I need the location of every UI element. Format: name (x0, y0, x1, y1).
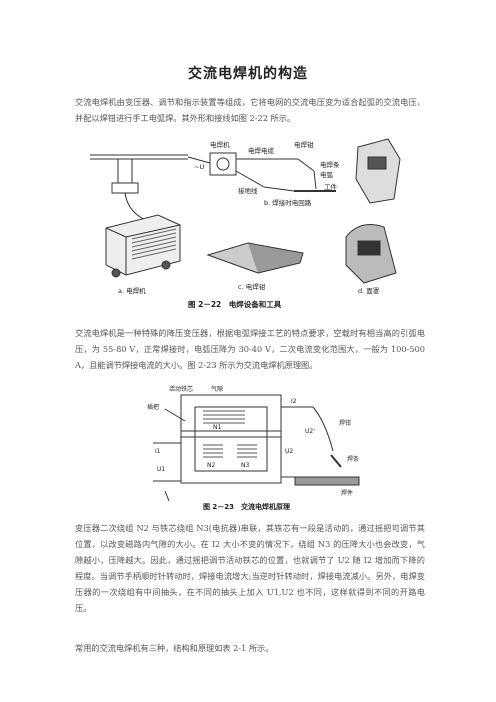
label-d: d. 面罩 (358, 287, 380, 295)
figure-2-22: 电焊机 电焊电缆 电焊钳 电焊条 电弧 工件 接地线 ~U b. 焊接时电回路 … (88, 133, 408, 311)
types-paragraph: 常用的交流电焊机有三种，结构和原理如表 2-1 所示。 (75, 643, 274, 653)
principle-paragraph: 交流电焊机是一种特殊的降压变压器，根据电弧焊接工艺的特点要求，空载时有相当高的引… (75, 328, 425, 370)
label-u2: U2 (285, 448, 293, 455)
welder-principle-diagram: 活动铁芯 气隙 插把 N1 N2 N3 I1 I2 U1 U2 U2' 焊钳 焊… (147, 385, 360, 511)
label-electrode: 焊条 (347, 455, 359, 463)
label-moving-core: 活动铁芯 (169, 385, 193, 393)
label-arc: 电弧 (320, 170, 334, 179)
label-welder: 电焊机 (210, 140, 230, 149)
label-n3: N3 (241, 462, 249, 469)
label-workpiece: 焊件 (341, 489, 353, 497)
label-b: b. 焊接时电回路 (264, 198, 312, 207)
label-voltage: ~U (194, 163, 204, 171)
label-i1: I1 (155, 448, 161, 455)
welding-equipment-illustration: 电焊机 电焊电缆 电焊钳 电焊条 电弧 工件 接地线 ~U b. 焊接时电回路 … (90, 138, 401, 309)
adjustment-paragraph: 变压器二次绕组 N2 与铁芯绕组 N3(电抗器)串联，其铁芯有一段是活动的，通过… (75, 523, 425, 613)
intro-paragraph: 交流电焊机由变压器、调节和指示装置等组成，它将电网的交流电压变为适合起弧的交流电… (75, 97, 425, 123)
label-air-gap: 气隙 (211, 385, 223, 393)
label-ground: 接地线 (238, 186, 258, 195)
figure-2-22-caption: 图 2－22 电焊设备和工具 (188, 299, 282, 309)
label-clamp: 电焊钳 (294, 140, 314, 149)
label-holder: 焊钳 (339, 419, 351, 427)
figure-2-23-caption: 图 2－23 交流电焊机原理 (203, 502, 290, 511)
label-u2-prime: U2' (305, 428, 315, 435)
figure-2-23: 活动铁芯 气隙 插把 N1 N2 N3 I1 I2 U1 U2 U2' 焊钳 焊… (145, 381, 365, 513)
label-plug: 插把 (147, 403, 159, 411)
label-n1: N1 (213, 424, 221, 431)
label-n2: N2 (207, 462, 215, 469)
label-i2: I2 (291, 398, 297, 405)
label-rod: 电焊条 (320, 160, 340, 169)
label-a: a. 电焊机 (118, 286, 146, 295)
label-cable: 电焊电缆 (248, 146, 275, 155)
label-c: c. 电焊钳 (238, 282, 266, 291)
label-work: 工件 (324, 182, 338, 191)
page-title: 交流电焊机的构造 (188, 66, 308, 82)
label-u1: U1 (157, 466, 165, 473)
